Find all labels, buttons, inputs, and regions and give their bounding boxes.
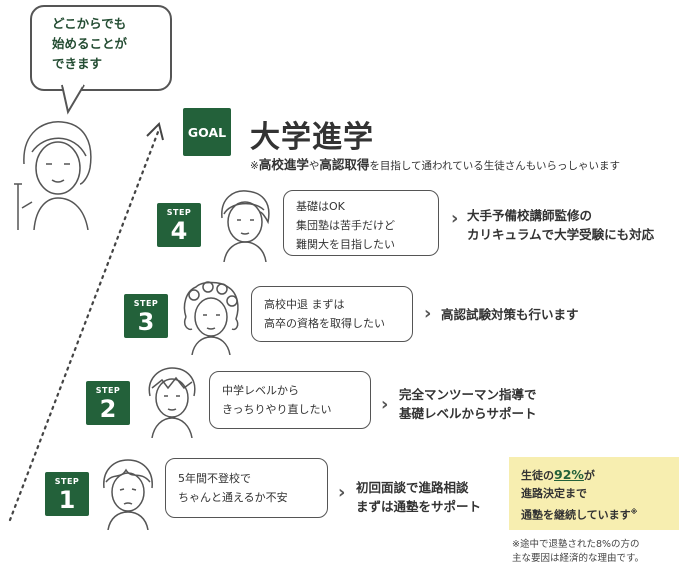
support-text-2: 完全マンツーマン指導で 基礎レベルからサポート — [399, 385, 537, 423]
bubble-line: 5年間不登校で — [178, 472, 251, 485]
result-line: 大手予備校講師監修の — [467, 208, 593, 223]
speech-tail — [61, 84, 85, 115]
retention-percentage: 92% — [554, 467, 584, 482]
goal-subtitle: ※高校進学や高認取得を目指して通われている生徒さんもいらっしゃいます — [250, 154, 620, 173]
result-line: まずは通塾をサポート — [356, 499, 482, 514]
bubble-line: 集団塾は苦手だけど — [296, 219, 395, 232]
bubble-line: ちゃんと通えるか不安 — [178, 491, 288, 504]
speech-line: できます — [52, 56, 103, 71]
note-text: 生徒の — [521, 469, 554, 482]
step-number: 1 — [58, 486, 76, 514]
note-line: 生徒の92%が — [521, 466, 667, 485]
result-line: 基礎レベルからサポート — [399, 406, 537, 421]
result-line: 完全マンツーマン指導で — [399, 387, 537, 402]
step-label: STEP — [133, 299, 159, 308]
step-number: 3 — [137, 308, 155, 336]
bubble-line: 高校中退 まずは — [264, 298, 345, 311]
note-text: 通塾を継続しています — [521, 508, 631, 522]
retention-note: 生徒の92%が 進路決定まで 通塾を継続しています※ — [509, 457, 679, 530]
result-line: カリキュラムで大学受験にも対応 — [467, 227, 655, 242]
support-text-4: 大手予備校講師監修の カリキュラムで大学受験にも対応 — [467, 206, 654, 244]
chevron-right-icon: › — [451, 208, 459, 229]
teacher-illustration — [14, 121, 92, 230]
footnote-line: 主な要因は経済的な理由です。 — [512, 553, 645, 564]
concern-bubble-2: 中学レベルから きっちりやり直したい — [209, 371, 371, 429]
goal-sub-bold: 高校進学 — [258, 157, 309, 172]
footnote-line: ※途中で退塾された8%の方の — [512, 539, 640, 550]
step-label: STEP — [95, 386, 121, 395]
concern-bubble-4: 基礎はOK 集団塾は苦手だけど 難関大を目指したい — [283, 190, 439, 256]
bubble-line: 難関大を目指したい — [296, 238, 395, 251]
goal-sub-bold: 高認取得 — [319, 157, 370, 172]
step-label: STEP — [54, 477, 80, 486]
concern-bubble-1: 5年間不登校で ちゃんと通えるか不安 — [165, 458, 328, 518]
chevron-right-icon: › — [381, 394, 389, 415]
step-badge-1: STEP 1 — [45, 472, 89, 516]
bubble-line: 基礎はOK — [296, 200, 345, 213]
step-badge-2: STEP 2 — [86, 381, 130, 425]
note-line: 進路決定まで — [521, 487, 587, 500]
bubble-line: 中学レベルから — [222, 384, 299, 397]
step-number: 4 — [170, 217, 188, 245]
note-text: が — [583, 469, 595, 482]
step-badge-4: STEP 4 — [157, 203, 201, 247]
student-illustration-3 — [183, 281, 239, 355]
goal-sub-text: や — [308, 160, 320, 172]
result-line: 初回面談で進路相談 — [356, 480, 469, 495]
support-text-1: 初回面談で進路相談 まずは通塾をサポート — [356, 478, 481, 516]
goal-sub-text: を目指して通われている生徒さんもいらっしゃいます — [369, 160, 620, 172]
bubble-line: きっちりやり直したい — [222, 403, 332, 416]
footnote: ※途中で退塾された8%の方の 主な要因は経済的な理由です。 — [512, 538, 687, 566]
student-illustration-4 — [221, 190, 270, 262]
support-text-3: 高認試験対策も行います — [441, 305, 579, 324]
note-line: 通塾を継続しています※ — [521, 503, 667, 525]
speech-line: 始めることが — [52, 36, 128, 51]
chevron-right-icon: › — [338, 482, 346, 503]
goal-sub-prefix: ※ — [250, 160, 259, 172]
result-line: 高認試験対策も行います — [441, 307, 579, 322]
concern-bubble-3: 高校中退 まずは 高卒の資格を取得したい — [251, 286, 413, 342]
goal-title: 大学進学 — [250, 120, 374, 155]
student-illustration-1 — [103, 459, 153, 530]
goal-badge: GOAL — [183, 108, 231, 156]
speech-bubble — [30, 5, 172, 91]
student-illustration-2 — [148, 367, 196, 438]
step-number: 2 — [99, 395, 117, 423]
note-mark: ※ — [630, 508, 638, 516]
speech-text: どこからでも 始めることが できます — [52, 14, 162, 74]
bubble-line: 高卒の資格を取得したい — [264, 317, 385, 330]
speech-line: どこからでも — [52, 16, 127, 31]
step-badge-3: STEP 3 — [124, 294, 168, 338]
step-label: STEP — [166, 208, 192, 217]
chevron-right-icon: › — [424, 303, 432, 324]
